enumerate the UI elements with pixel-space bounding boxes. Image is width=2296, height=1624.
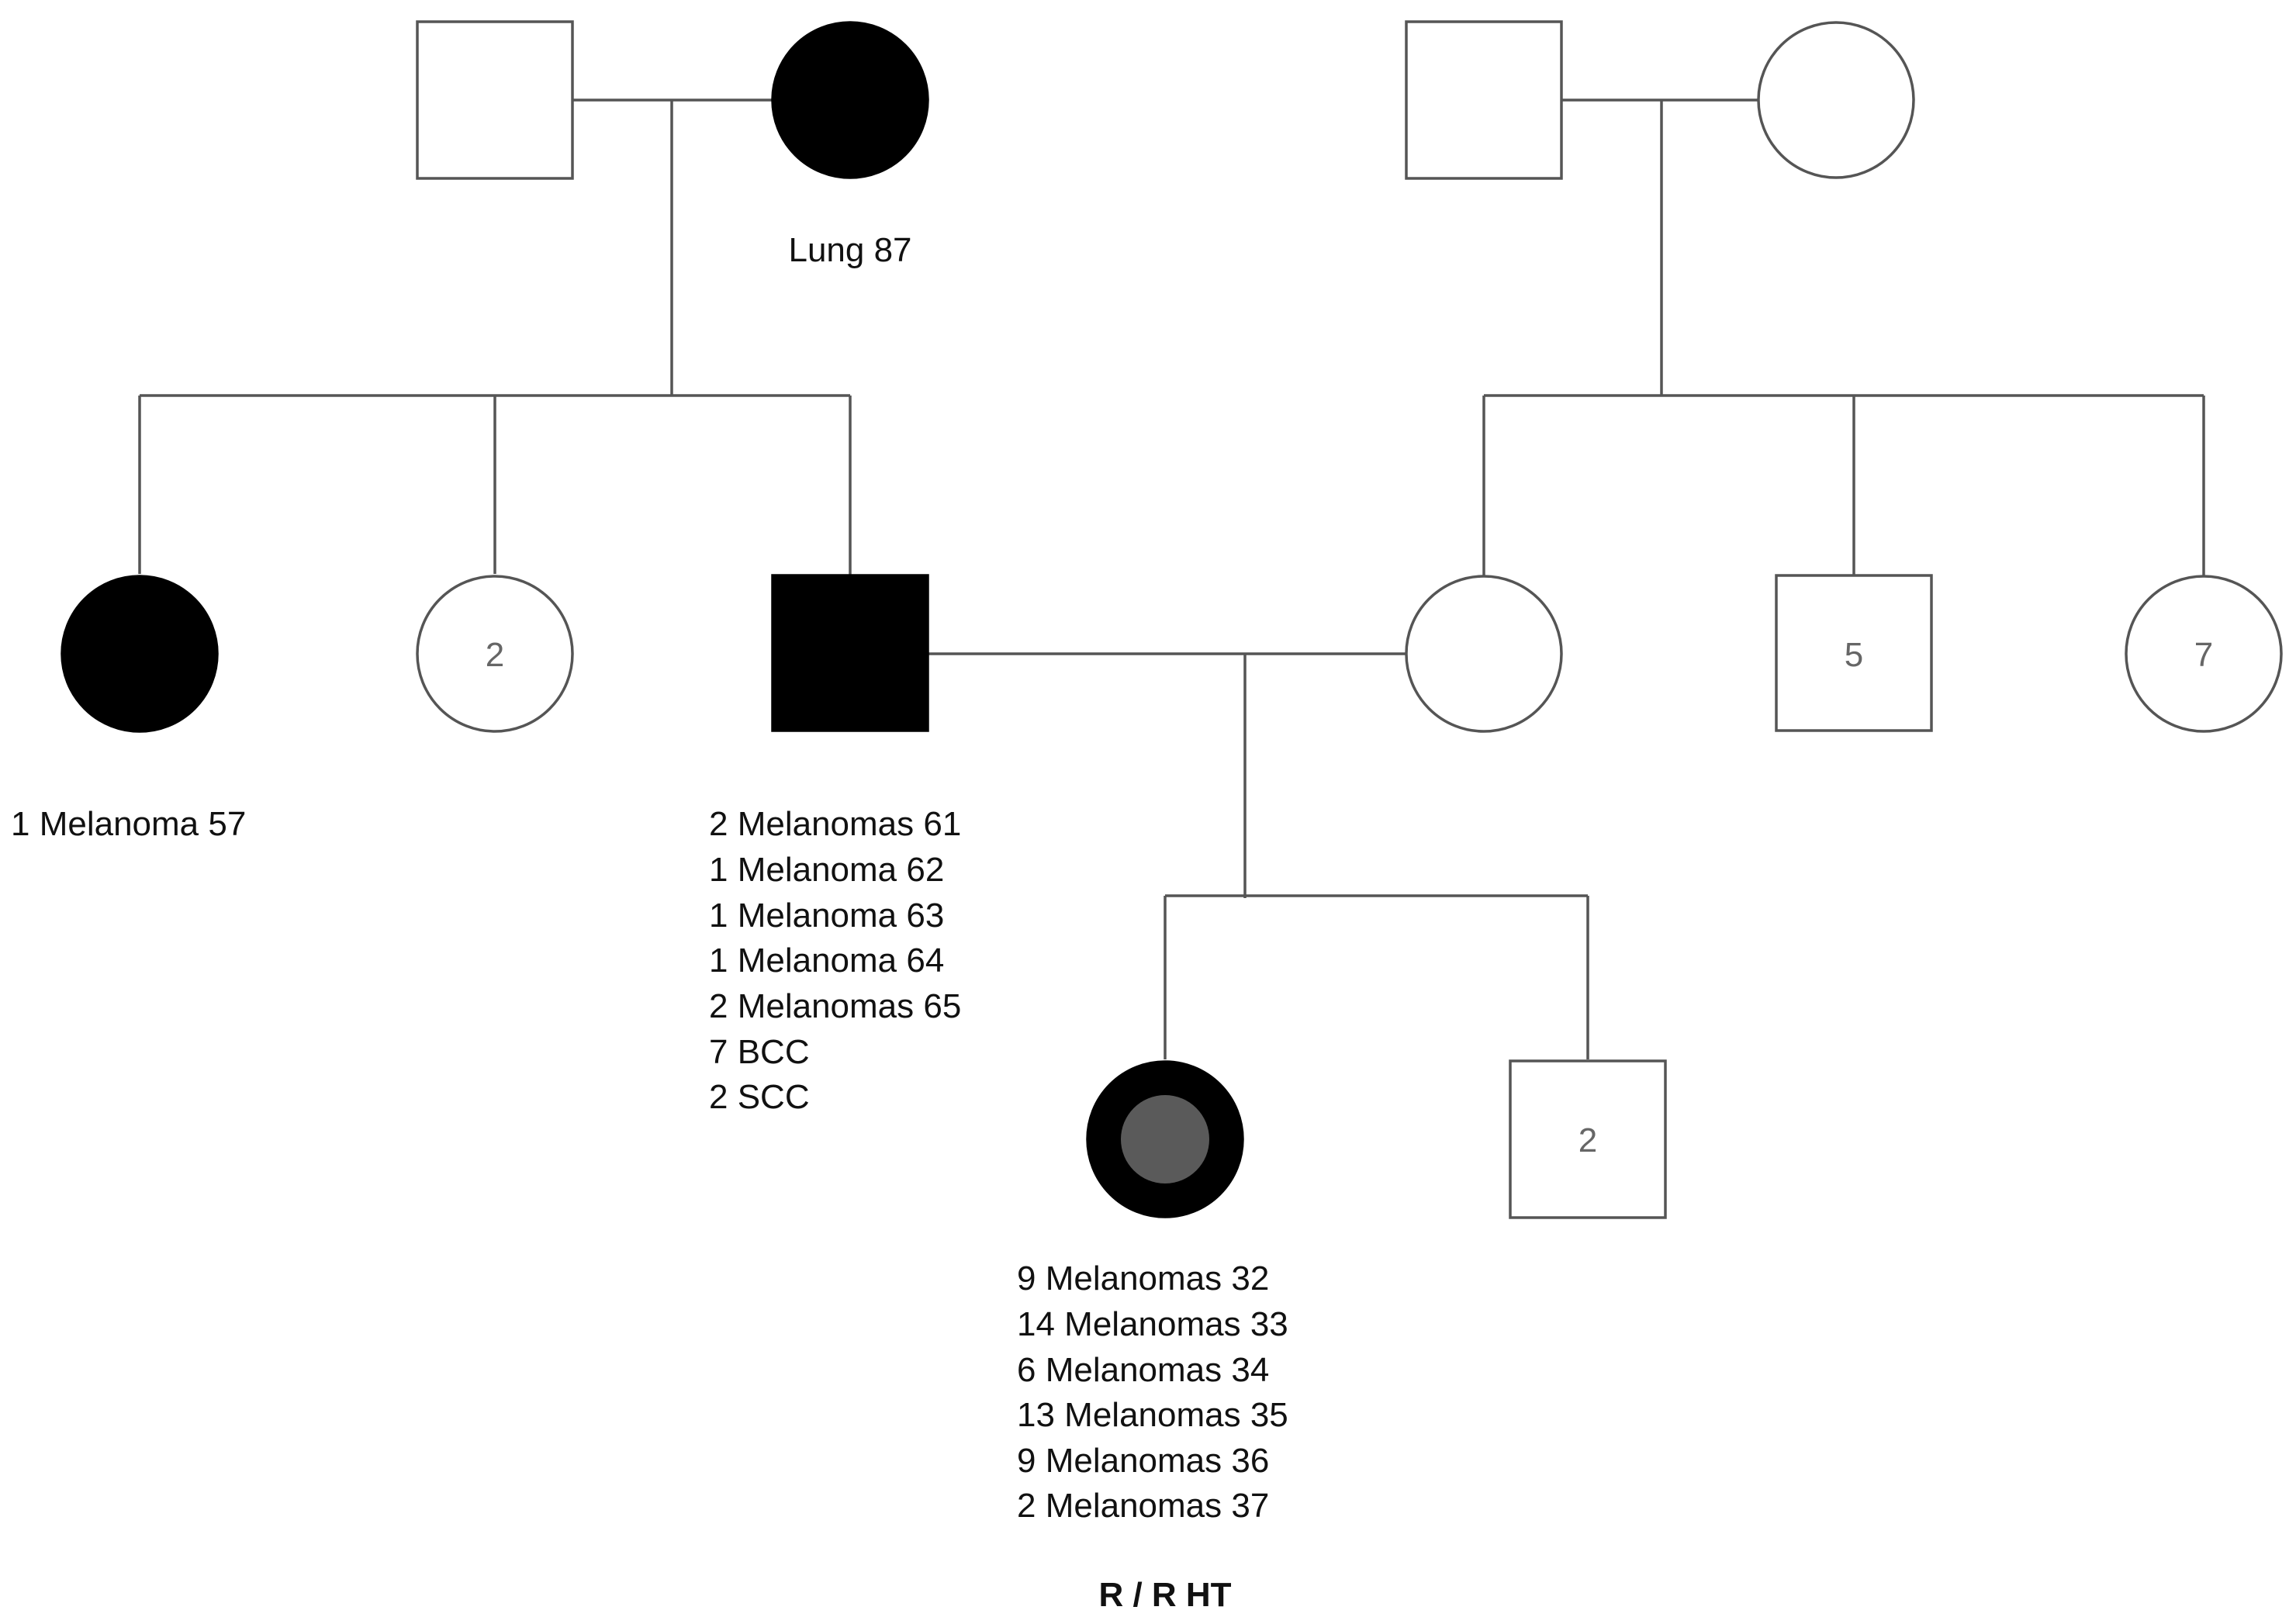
paternal-grandfather-symbol — [416, 20, 574, 180]
father-note-line: 2 SCC — [709, 1078, 810, 1116]
paternal-aunt-note: 1 Melanoma 57 — [11, 805, 246, 843]
proband-note-line: 9 Melanomas 32 — [1017, 1259, 1269, 1297]
father-note-line: 1 Melanoma 64 — [709, 942, 944, 980]
paternal-aunts-group-symbol — [416, 575, 574, 733]
proband-note-line: 6 Melanomas 34 — [1017, 1351, 1269, 1389]
mother-symbol — [1405, 575, 1563, 733]
proband-note-line: 13 Melanomas 35 — [1017, 1396, 1288, 1434]
paternal-grandmother-symbol — [771, 21, 929, 179]
paternal-aunts-group-count: 2 — [486, 636, 504, 674]
maternal-uncles-group-symbol — [1775, 574, 1933, 732]
maternal-grandfather-symbol — [1405, 20, 1563, 180]
proband-genotype: R / R HT — [1098, 1576, 1231, 1614]
maternal-uncles-group-count: 5 — [1845, 636, 1863, 674]
father-note-line: 2 Melanomas 61 — [709, 805, 961, 843]
proband-notes: 9 Melanomas 32 14 Melanomas 33 6 Melanom… — [1017, 1259, 1288, 1525]
proband-note-line: 2 Melanomas 37 — [1017, 1487, 1269, 1525]
proband-note-line: 9 Melanomas 36 — [1017, 1442, 1269, 1480]
father-notes: 2 Melanomas 61 1 Melanoma 62 1 Melanoma … — [709, 805, 961, 1116]
father-note-line: 1 Melanoma 63 — [709, 897, 944, 935]
father-symbol — [771, 574, 929, 732]
proband-note-line: 14 Melanomas 33 — [1017, 1305, 1288, 1343]
brothers-group-symbol — [1509, 1059, 1667, 1219]
maternal-grandmother-symbol — [1757, 21, 1915, 179]
paternal-aunt-symbol — [61, 575, 219, 733]
proband-inner-marker — [1121, 1095, 1209, 1183]
paternal-grandmother-note: Lung 87 — [788, 231, 911, 269]
father-note-line: 7 BCC — [709, 1033, 810, 1071]
relationship-lines — [138, 98, 2205, 1059]
father-note-line: 1 Melanoma 62 — [709, 851, 944, 889]
brothers-group-count: 2 — [1578, 1121, 1597, 1159]
maternal-aunts-group-symbol — [2125, 575, 2283, 733]
maternal-aunts-group-count: 7 — [2194, 636, 2213, 674]
father-note-line: 2 Melanomas 65 — [709, 987, 961, 1025]
